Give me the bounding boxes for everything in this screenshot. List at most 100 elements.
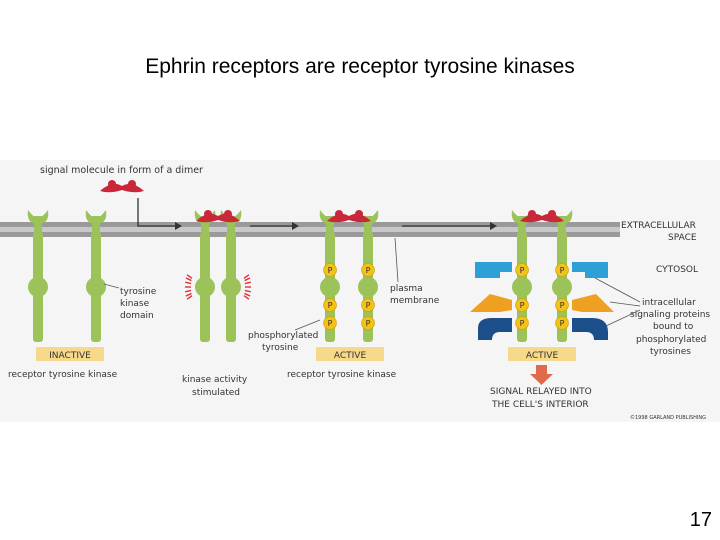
active-badge-2-text: ACTIVE	[526, 351, 559, 361]
intracellular-label-1: intracellular	[642, 298, 696, 308]
page-number: 17	[689, 509, 712, 531]
active-badge-1-text: ACTIVE	[334, 351, 367, 361]
receptor-active-left	[319, 210, 341, 342]
receptor-transmembrane	[558, 216, 566, 236]
plasma-membrane	[0, 222, 620, 237]
receptor-ligand-domain	[27, 210, 49, 224]
kinase-activity-spark	[185, 292, 192, 297]
receptor-signaling-right	[551, 210, 573, 342]
signal-dimer-lobe	[355, 210, 363, 218]
extras-layer	[185, 262, 614, 340]
intracellular-label-4: phosphorylated	[636, 335, 706, 345]
kinase-activity-spark	[244, 277, 251, 282]
signaling-protein-navy-left	[478, 318, 512, 340]
caption-inactive-receptor: receptor tyrosine kinase	[8, 370, 118, 380]
tyrosine-kinase-label-3: domain	[120, 311, 154, 321]
kinase-domain	[86, 277, 106, 297]
intracellular-pointer-2	[609, 301, 641, 307]
caption-active-receptor: receptor tyrosine kinase	[287, 370, 397, 380]
signal-dimer-lobe	[548, 210, 556, 218]
signal-dimer-lobe	[335, 210, 343, 218]
phospho-label: P	[560, 266, 565, 275]
signaling-protein-navy-right	[572, 318, 608, 340]
signal-relayed-label-2: THE CELL'S INTERIOR	[491, 400, 589, 410]
caption-kinase-2: stimulated	[192, 388, 240, 398]
phospho-circle	[323, 263, 337, 277]
phosphotyrosine: P	[361, 316, 375, 330]
phospho-label: P	[366, 319, 371, 328]
phospho-label: P	[520, 301, 525, 310]
signal-relayed-arrow-shaft	[536, 365, 547, 375]
phosphotyrosine: P	[555, 316, 569, 330]
phospho-label: P	[366, 266, 371, 275]
bound-signal-dimer-3	[520, 210, 564, 223]
inactive-badge-text: INACTIVE	[49, 351, 91, 361]
signaling-protein-blue-left	[475, 262, 512, 278]
kinase-domain	[552, 277, 572, 297]
kinase-activity-spark	[244, 281, 251, 285]
phospho-circle	[361, 298, 375, 312]
intracellular-label-2: signaling proteins	[630, 310, 710, 320]
phospho-circle	[555, 263, 569, 277]
copyright-text: ©1998 GARLAND PUBLISHING	[630, 414, 706, 421]
receptor-ligand-domain	[85, 210, 107, 224]
extracellular-label-1: EXTRACELLULAR	[621, 221, 696, 231]
intracellular-label-3: bound to	[653, 322, 694, 332]
phospho-circle	[555, 316, 569, 330]
intracellular-label-5: tyrosines	[650, 347, 691, 357]
signal-down-arrow-head	[175, 222, 182, 230]
intracellular-pointer-3	[605, 309, 641, 327]
phosphotyrosine: P	[323, 298, 337, 312]
receptor-signaling-left	[511, 210, 533, 342]
kinase-activity-spark	[186, 295, 193, 300]
phospho-circle	[361, 263, 375, 277]
phosphotyrosine: P	[323, 263, 337, 277]
phospho-label: P	[328, 319, 333, 328]
receptor-transmembrane	[326, 216, 334, 236]
active-badge-2	[508, 347, 576, 361]
signal-dimer-lobe	[224, 210, 232, 218]
plasma-membrane-label-2: membrane	[390, 296, 440, 306]
kinase-activity-spark	[244, 289, 251, 293]
phospho-label: P	[560, 301, 565, 310]
activation-arrow-2-head	[490, 222, 497, 230]
kinase-domain	[358, 277, 378, 297]
signal-relayed-arrow-head	[530, 374, 553, 385]
kinase-activity-spark	[185, 277, 192, 282]
kinase-domain	[28, 277, 48, 297]
bound-signal-dimer-1	[196, 210, 240, 223]
phosphorylated-label-1: phosphorylated	[248, 331, 318, 341]
slide-title: Ephrin receptors are receptor tyrosine k…	[145, 55, 575, 78]
bound-signal-dimer-2	[327, 210, 371, 223]
receptor-transmembrane	[227, 216, 235, 236]
kinase-activity-spark	[243, 274, 250, 279]
tyrosine-kinase-label-1: tyrosine	[120, 287, 157, 297]
kinase-domain	[195, 277, 215, 297]
signal-dimer-lobe	[128, 180, 136, 188]
activation-arrow-1-head	[292, 222, 299, 230]
kinase-activity-spark	[185, 289, 192, 293]
phospho-label: P	[328, 266, 333, 275]
signaling-protein-orange-right	[572, 294, 614, 312]
signal-down-arrow	[137, 198, 175, 227]
phospho-circle	[323, 298, 337, 312]
phosphotyrosine: P	[515, 263, 529, 277]
phospho-label: P	[520, 319, 525, 328]
phospho-circle	[555, 298, 569, 312]
kinase-domain	[512, 277, 532, 297]
phosphotyrosine: P	[555, 263, 569, 277]
tyrosine-kinase-pointer	[103, 283, 120, 289]
receptor-inactive-right	[85, 210, 107, 342]
signal-relayed-label-1: SIGNAL RELAYED INTO	[490, 387, 592, 397]
signal-molecule-label: signal molecule in form of a dimer	[40, 165, 203, 176]
phosphorylated-label-2: tyrosine	[262, 343, 299, 353]
signal-dimer-lobe	[108, 180, 116, 188]
signaling-protein-blue-right	[572, 262, 608, 278]
kinase-activity-spark	[244, 292, 251, 297]
signal-dimer-lobe	[204, 210, 212, 218]
active-badge-1	[316, 347, 384, 361]
receptor-transmembrane	[92, 216, 100, 236]
plasma-membrane-label-1: plasma	[390, 284, 423, 294]
phosphotyrosine: P	[361, 263, 375, 277]
